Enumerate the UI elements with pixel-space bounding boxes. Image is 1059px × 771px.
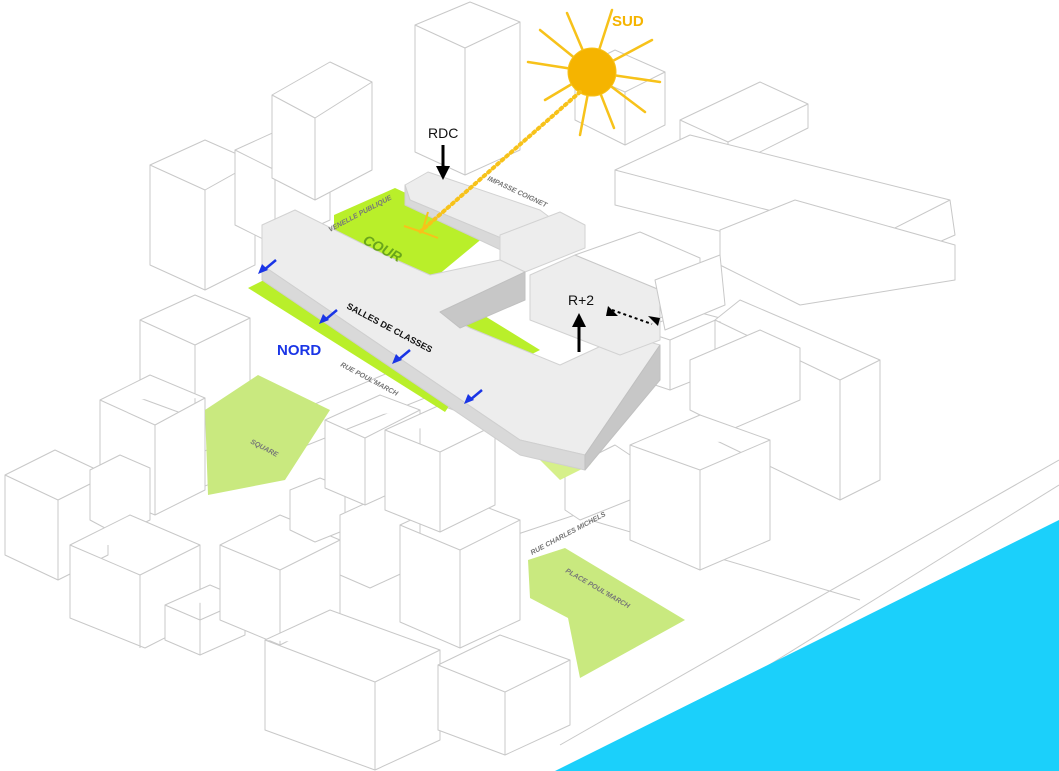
north-arrows <box>258 259 483 404</box>
place-green <box>528 548 685 678</box>
sun-icon <box>526 8 662 137</box>
arrow-blue-icon <box>258 259 277 274</box>
arrow-blue-icon <box>392 349 411 364</box>
square-green <box>205 375 330 495</box>
rdc-label: RDC <box>428 125 458 141</box>
school-building <box>261 171 726 471</box>
arrow-down-icon <box>436 145 450 180</box>
arrow-up-icon <box>572 313 586 352</box>
arrow-blue-icon <box>319 309 338 324</box>
double-arrow-icon <box>606 306 660 326</box>
context-buildings <box>4 1 956 771</box>
sun-label: SUD <box>612 13 644 30</box>
r2-label: R+2 <box>568 292 594 308</box>
arrow-blue-icon <box>464 389 483 404</box>
inner-green-strip <box>455 310 540 360</box>
street-rue-charles: RUE CHARLES MICHELS <box>530 511 608 557</box>
sunlight-arrow <box>403 90 582 239</box>
north-label: NORD <box>277 342 321 359</box>
water-body <box>555 520 1059 771</box>
